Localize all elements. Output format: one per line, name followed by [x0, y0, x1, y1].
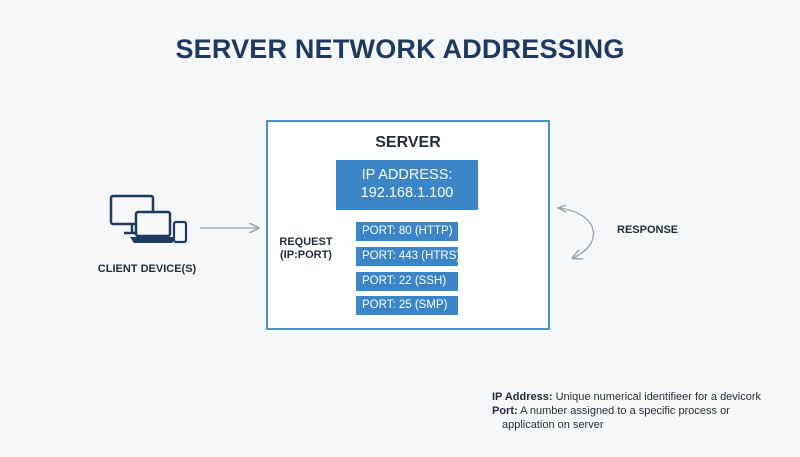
legend-ip-definition: Unique numerical identifieer for a devic… [555, 391, 762, 403]
response-label: RESPONSE [617, 224, 679, 236]
legend-ip-term: IP Address: [492, 391, 553, 403]
response-arrow [559, 207, 595, 258]
port-box-https: PORT: 443 (HTRS) [356, 247, 460, 266]
client-devices-label: CLIENT DEVICE(S) [97, 263, 197, 275]
server-title: SERVER [375, 134, 441, 151]
port-box-ssh: PORT: 22 (SSH) [356, 272, 458, 291]
phone-icon [172, 220, 188, 244]
ip-address-box: IP ADDRESS: 192.168.1.100 [336, 160, 478, 210]
legend-ip: IP Address: Unique numerical identifieer… [492, 390, 761, 404]
request-label: REQUEST (IP:PORT) [270, 236, 342, 262]
legend-port-definition-line1: A number assigned to a specific process … [520, 405, 730, 417]
port-box-smtp: PORT: 25 (SMP) [356, 296, 458, 315]
laptop-icon [130, 210, 176, 243]
server-box: SERVER IP ADDRESS: 192.168.1.100 PORT: 8… [266, 120, 550, 330]
port-box-http: PORT: 80 (HTTP) [356, 222, 458, 241]
legend: IP Address: Unique numerical identifieer… [492, 390, 761, 432]
legend-port-term: Port: [492, 405, 518, 417]
request-label-line1: REQUEST [279, 236, 333, 248]
legend-port-definition-line2: application on server [502, 419, 604, 431]
request-label-line2: (IP:PORT) [280, 249, 332, 261]
ip-address-label: IP ADDRESS: [361, 167, 453, 183]
ip-address-value: 192.168.1.100 [360, 185, 454, 201]
legend-port: Port: A number assigned to a specific pr… [492, 404, 761, 432]
diagram-title: SERVER NETWORK ADDRESSING [175, 34, 625, 64]
